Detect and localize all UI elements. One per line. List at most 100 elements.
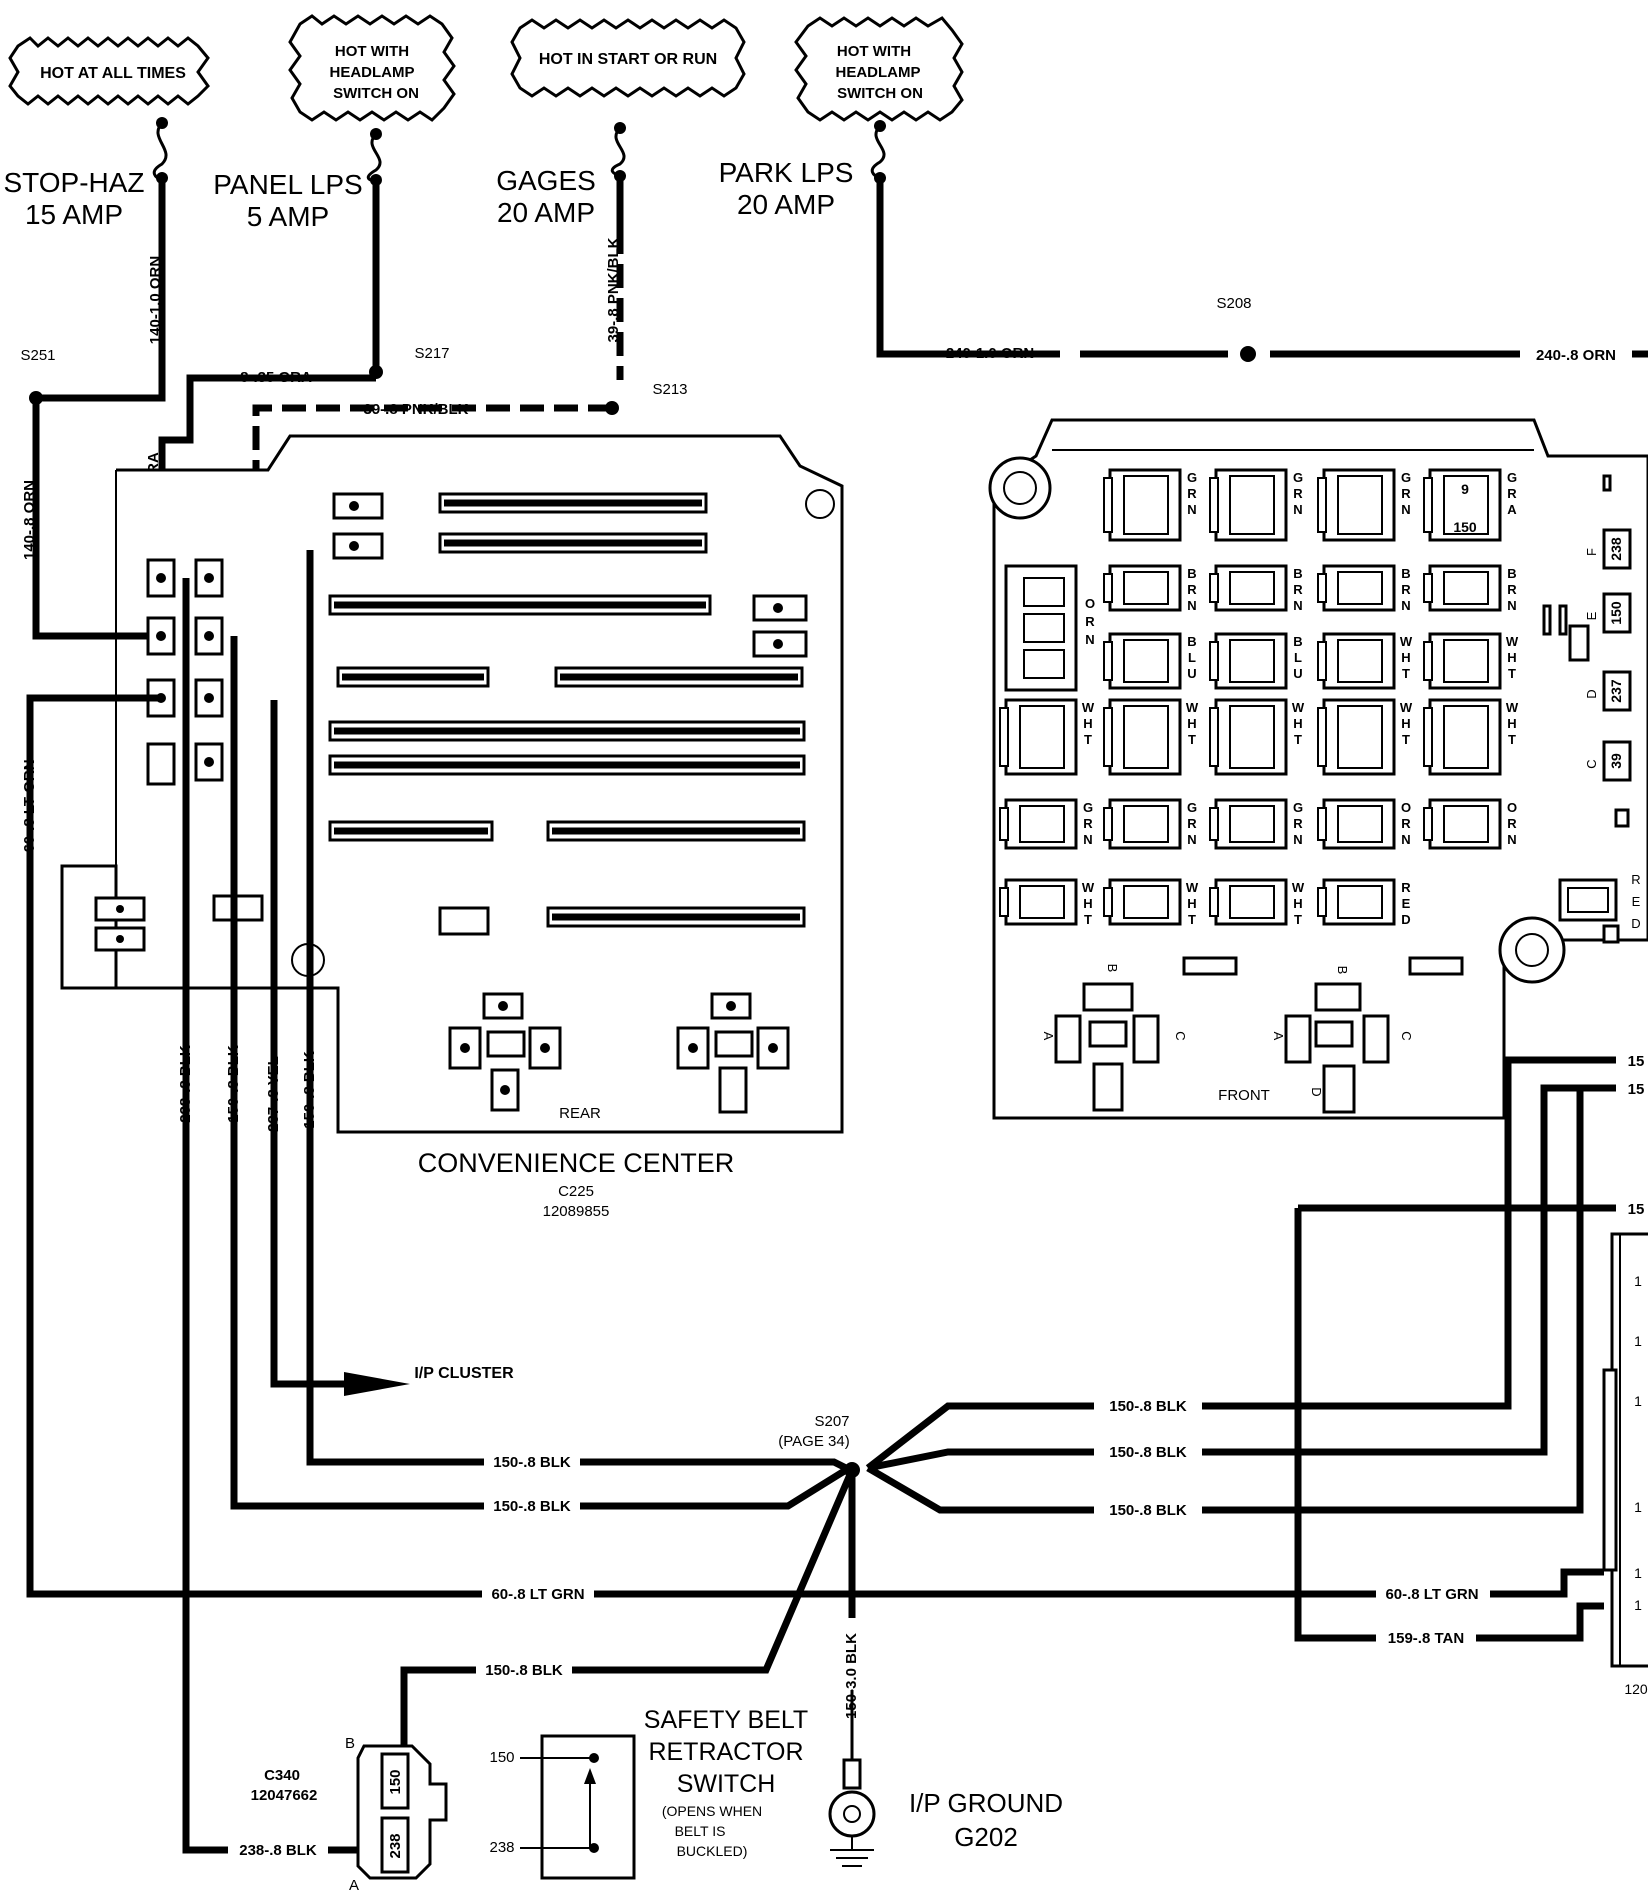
fuse-color-row5-2-2: N [1293, 832, 1302, 847]
fuse-color-row2-2-2: N [1401, 598, 1410, 613]
fuse-cavity-row6-2 [1209, 878, 1288, 926]
safety-belt-term-150: 150 [489, 1749, 514, 1766]
fuse-color-row6-0-1: H [1083, 896, 1092, 911]
right-relay-red-r: R [1631, 872, 1640, 887]
fuse-color-row4-1-2: T [1188, 732, 1196, 747]
ground-id: G202 [954, 1822, 1018, 1852]
fuse-color-row5-1-0: G [1187, 800, 1197, 815]
convenience-center-part: 12089855 [543, 1203, 610, 1220]
hot-with-headlamp-burst-2: HOT WITH HEADLAMP SWITCH ON [794, 16, 964, 122]
fuse-block-labels: GRNGRNGRNGRABRNBRNBRNBRNBLUBLUWHTWHTWHTW… [1082, 470, 1519, 927]
fuse-color-row5-0-2: N [1083, 832, 1092, 847]
wire-150-8-blk-r2: 150-.8 BLK [1109, 1444, 1187, 1461]
fuse-block-relays [1054, 982, 1390, 1114]
fuse-color-row5-4-2: N [1507, 832, 1516, 847]
safety-belt-note-3: BUCKLED) [677, 1843, 748, 1859]
fuse-color-row6-2-1: H [1293, 896, 1302, 911]
right-cut-label-2: 15 [1628, 1081, 1645, 1098]
fuse-color-row6-3-1: E [1402, 896, 1411, 911]
fuse-color-row4-2-0: W [1292, 700, 1305, 715]
side-letter-e: E [1584, 611, 1599, 620]
fuse-block-side-fuses [1542, 474, 1632, 828]
ground-symbol [828, 1690, 876, 1867]
wire-150-8-blk-a: 150-.8 BLK [493, 1454, 571, 1471]
fuse-color-row5-1-2: N [1187, 832, 1196, 847]
fuse-panel-lps-amp: 5 AMP [247, 201, 329, 232]
fuse-color-row4-1-1: H [1187, 716, 1196, 731]
fuse-color-row1-2-1: R [1401, 486, 1411, 501]
fuse-color-row1-3-0: G [1507, 470, 1517, 485]
fuse-color-row4-2-2: T [1294, 732, 1302, 747]
safety-belt-title-2: RETRACTOR [648, 1738, 803, 1766]
side-fuse-238: 238 [1608, 537, 1624, 561]
fuse-cavity-row4-4 [1423, 698, 1502, 776]
c340-cav-150: 150 [387, 1769, 404, 1794]
relay1-letter-b: B [1105, 964, 1120, 973]
wire-238-8-blk-h: 238-.8 BLK [239, 1842, 317, 1859]
splice-s213: S213 [652, 381, 687, 398]
fuse-color-row1-3-1: R [1507, 486, 1517, 501]
c340-pin-a: A [349, 1877, 359, 1894]
fuse-color-row5-2-0: G [1293, 800, 1303, 815]
fuse-color-row3-0-0: B [1187, 634, 1196, 649]
horizontal-wire-labels: 150-.8 BLK 150-.8 BLK 60-.8 LT GRN 150-.… [228, 338, 1490, 1862]
fuse-color-row1-1-1: R [1293, 486, 1303, 501]
fuse-cavity-row4-2 [1209, 698, 1288, 776]
fuse-color-row1-0-1: R [1187, 486, 1197, 501]
fuse-color-row6-1-2: T [1188, 912, 1196, 927]
fuse-gages-amp: 20 AMP [497, 197, 595, 228]
fuse-cavity-row3-0 [1103, 632, 1182, 690]
hot-with-headlamp-line3: SWITCH ON [333, 85, 419, 102]
top-wiring [29, 176, 1648, 740]
fuse-color-orn-left-1: R [1085, 614, 1095, 629]
fuse-cavity-row5-4 [1423, 798, 1502, 850]
wire-150-8-blk-v2: 150-.8 BLK [301, 1051, 318, 1129]
relay1-letter-c: C [1173, 1031, 1188, 1040]
fuse-color-orn-left-0: O [1085, 596, 1095, 611]
wire-60-8-lt-grn-v: 60-.8 LT GRN [21, 759, 38, 852]
fuse-color-row4-3-2: T [1402, 732, 1410, 747]
hot-with-headlamp2-line1: HOT WITH [837, 43, 911, 60]
wire-140-8-orn: 140-.8 ORN [21, 480, 38, 560]
right-cut-label-1: 15 [1628, 1053, 1645, 1070]
fuse-color-row1-0-0: G [1187, 470, 1197, 485]
right-conn-part-cut: 120 [1624, 1681, 1648, 1697]
fuse-color-row5-4-1: R [1507, 816, 1517, 831]
wire-150-8-blk-c: 150-.8 BLK [485, 1662, 563, 1679]
fuse-color-row2-0-0: B [1187, 566, 1196, 581]
fuse-cavity-row2-3 [1423, 564, 1502, 612]
wire-237-8-yel-v: 237-.8 YEL [265, 1056, 282, 1132]
c340-pin-b: B [345, 1735, 355, 1752]
safety-belt-term-238: 238 [489, 1839, 514, 1856]
fuse-block-right-relay [1558, 878, 1620, 944]
fuse-color-row6-0-0: W [1082, 880, 1095, 895]
splice-s207: S207 [814, 1413, 849, 1430]
fuse-number-150: 150 [1453, 519, 1477, 535]
fuse-color-row3-0-2: U [1187, 666, 1196, 681]
fuse-cavity-row5-1 [1103, 798, 1182, 850]
fuse-color-row5-3-2: N [1401, 832, 1410, 847]
fuse-color-row1-3-2: A [1507, 502, 1517, 517]
fuse-color-row3-1-1: L [1294, 650, 1302, 665]
fuse-color-row3-3-1: H [1507, 650, 1516, 665]
fuse-color-row5-3-0: O [1401, 800, 1411, 815]
wire-150-8-blk-v1: 150-.8 BLK [225, 1045, 242, 1123]
ip-cluster-label: I/P CLUSTER [414, 1365, 514, 1382]
fuse-park-lps-name: PARK LPS [719, 157, 854, 188]
right-relay-red-d: D [1631, 916, 1640, 931]
hot-with-headlamp-burst-1: HOT WITH HEADLAMP SWITCH ON [288, 14, 456, 122]
fuse-cavity-row5-0 [999, 798, 1078, 850]
fuse-color-row5-2-1: R [1293, 816, 1303, 831]
fuse-cavity-row4-3 [1317, 698, 1396, 776]
safety-belt-note-2: BELT IS [675, 1823, 726, 1839]
fuse-cavity-row1-1 [1209, 468, 1288, 542]
fuse-color-row2-2-0: B [1401, 566, 1410, 581]
fuse-color-row5-1-1: R [1187, 816, 1197, 831]
fuse-panel-lps-name: PANEL LPS [213, 169, 362, 200]
hot-in-start-or-run-label: HOT IN START OR RUN [539, 51, 717, 68]
wire-159-8-tan: 159-.8 TAN [1388, 1630, 1464, 1647]
splice-s207-page: (PAGE 34) [778, 1433, 849, 1450]
hot-with-headlamp2-line3: SWITCH ON [837, 85, 923, 102]
